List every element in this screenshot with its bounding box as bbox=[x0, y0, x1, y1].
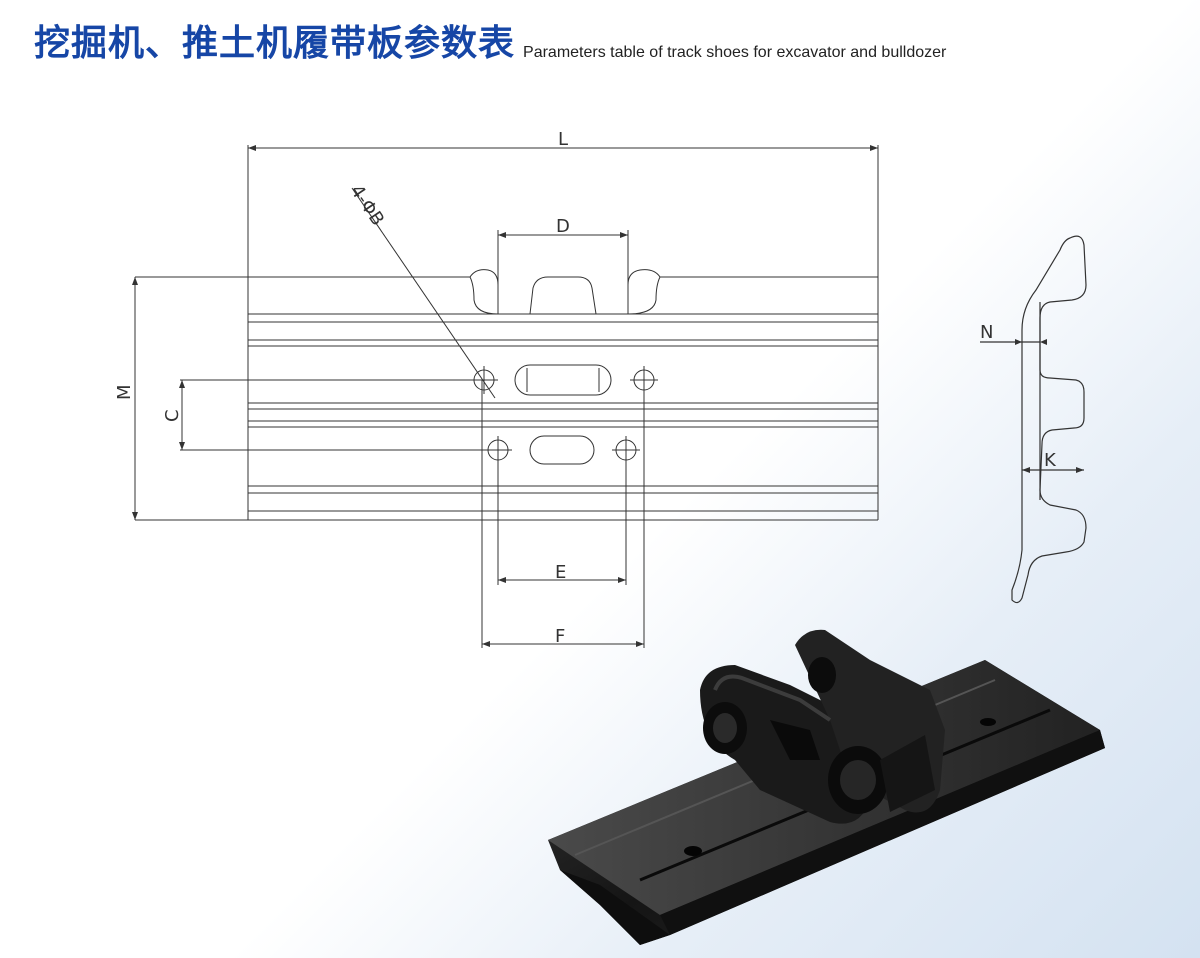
top-view bbox=[132, 145, 879, 648]
leader-hole bbox=[351, 187, 496, 399]
slot-lower bbox=[529, 435, 595, 465]
side-profile bbox=[980, 235, 1087, 604]
label-L: L bbox=[558, 129, 568, 150]
slot-upper bbox=[514, 364, 612, 396]
grouser-right-curve bbox=[627, 276, 661, 315]
title-bar: 挖掘机、推土机履带板参数表 Parameters table of track … bbox=[34, 22, 946, 66]
label-F: F bbox=[555, 626, 565, 647]
label-K: K bbox=[1044, 450, 1057, 471]
label-N: N bbox=[980, 322, 993, 343]
plate-top-edge bbox=[135, 269, 878, 315]
label-D: D bbox=[556, 216, 570, 237]
grouser-left-curve bbox=[469, 276, 499, 315]
label-C: C bbox=[162, 409, 183, 422]
label-hole-dia: 4-ΦB bbox=[346, 181, 388, 230]
page-title: 挖掘机、推土机履带板参数表 bbox=[34, 23, 516, 64]
label-M: M bbox=[114, 384, 135, 400]
track-shoe-photo bbox=[548, 629, 1105, 945]
label-E: E bbox=[555, 562, 566, 583]
page-subtitle: Parameters table of track shoes for exca… bbox=[523, 44, 947, 61]
profile-outline bbox=[1011, 235, 1087, 604]
